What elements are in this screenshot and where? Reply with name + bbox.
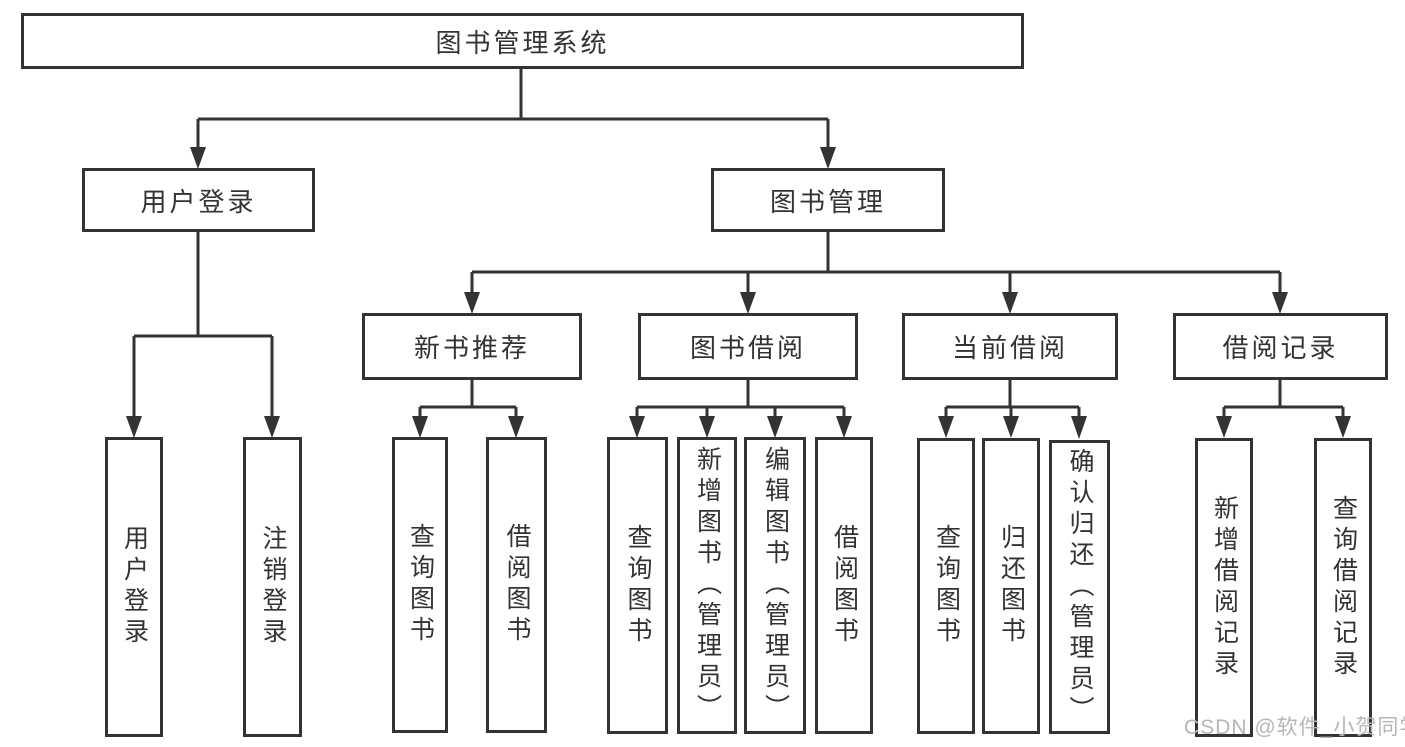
leaf-borrow-books-1-label: 借阅图书: [503, 523, 531, 647]
node-book-management-label: 图书管理: [769, 186, 886, 217]
node-new-book-recommend: 新书推荐: [362, 313, 582, 380]
leaf-borrow-books-2: 借阅图书: [815, 437, 873, 734]
leaf-borrow-books-1: 借阅图书: [486, 437, 547, 733]
leaf-query-books-1: 查询图书: [392, 437, 448, 733]
node-book-borrow-label: 图书借阅: [689, 333, 806, 363]
leaf-add-book-admin-label: 新增图书（管理员）: [693, 446, 722, 725]
leaf-edit-book-admin-label: 编辑图书（管理员）: [761, 446, 790, 725]
node-current-borrow-label: 当前借阅: [951, 333, 1068, 363]
leaf-logout: 注销登录: [243, 437, 302, 737]
leaf-return-book-label: 归还图书: [997, 524, 1026, 648]
node-new-book-recommend-label: 新书推荐: [413, 333, 530, 363]
leaf-add-borrow-record: 新增借阅记录: [1195, 438, 1253, 737]
leaf-borrow-books-2-label: 借阅图书: [830, 523, 859, 648]
node-user-login-label: 用户登录: [140, 186, 257, 217]
leaf-confirm-return-admin: 确认归还（管理员）: [1049, 440, 1110, 734]
connector-paths: [132, 69, 1345, 418]
node-root: 图书管理系统: [21, 13, 1024, 69]
leaf-query-books-2: 查询图书: [607, 437, 668, 734]
node-root-label: 图书管理系统: [435, 27, 610, 58]
leaf-logout-label: 注销登录: [259, 525, 287, 649]
leaf-query-borrow-record-label: 查询借阅记录: [1329, 494, 1358, 681]
leaf-query-books-2-label: 查询图书: [624, 523, 652, 648]
leaf-confirm-return-admin-label: 确认归还（管理员）: [1066, 447, 1094, 727]
leaf-query-books-3: 查询图书: [917, 438, 975, 734]
node-user-login: 用户登录: [82, 168, 315, 232]
leaf-query-books-3-label: 查询图书: [932, 524, 961, 648]
node-borrow-records-label: 借阅记录: [1222, 333, 1339, 363]
leaf-user-login-label: 用户登录: [120, 525, 149, 649]
node-book-borrow: 图书借阅: [638, 313, 858, 380]
leaf-query-books-1-label: 查询图书: [406, 523, 435, 647]
node-borrow-records: 借阅记录: [1173, 313, 1388, 380]
leaf-return-book: 归还图书: [982, 438, 1040, 734]
leaf-add-book-admin: 新增图书（管理员）: [677, 437, 737, 734]
leaf-edit-book-admin: 编辑图书（管理员）: [744, 437, 806, 734]
leaf-user-login: 用户登录: [105, 437, 163, 737]
csdn-watermark: CSDN @软件_小贺同学: [1184, 716, 1405, 739]
node-book-management: 图书管理: [711, 168, 945, 232]
leaf-add-borrow-record-label: 新增借阅记录: [1210, 494, 1239, 681]
leaf-query-borrow-record: 查询借阅记录: [1314, 438, 1372, 737]
node-current-borrow: 当前借阅: [902, 313, 1118, 380]
arrowheads: [126, 147, 1351, 439]
